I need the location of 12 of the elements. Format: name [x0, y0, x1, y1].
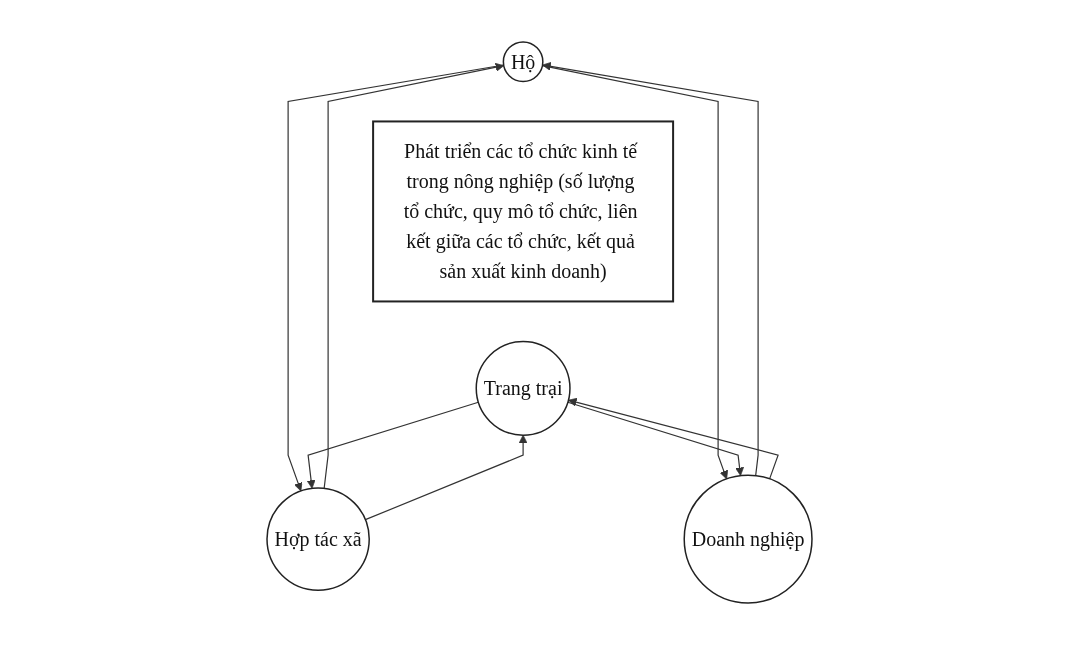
arrow [568, 398, 779, 480]
node-circle: Hộ [502, 41, 544, 83]
arrow [542, 62, 759, 477]
arrow [323, 63, 505, 489]
arrow [567, 401, 744, 477]
node-circle: Trang trại [475, 340, 571, 436]
arrow [287, 64, 505, 492]
arrow [364, 434, 528, 521]
arrow [306, 401, 479, 489]
node-box: Phát triển các tổ chức kinh tế trong nông nghiệp (số lượng tổ chức, quy mô tổ chức, liên kết giữa các tổ chức, kết quả sản xuất kinh doanh) [372, 120, 675, 303]
node-circle: Hợp tác xã [266, 487, 370, 591]
node-circle: Doanh nghiệp [683, 474, 813, 604]
